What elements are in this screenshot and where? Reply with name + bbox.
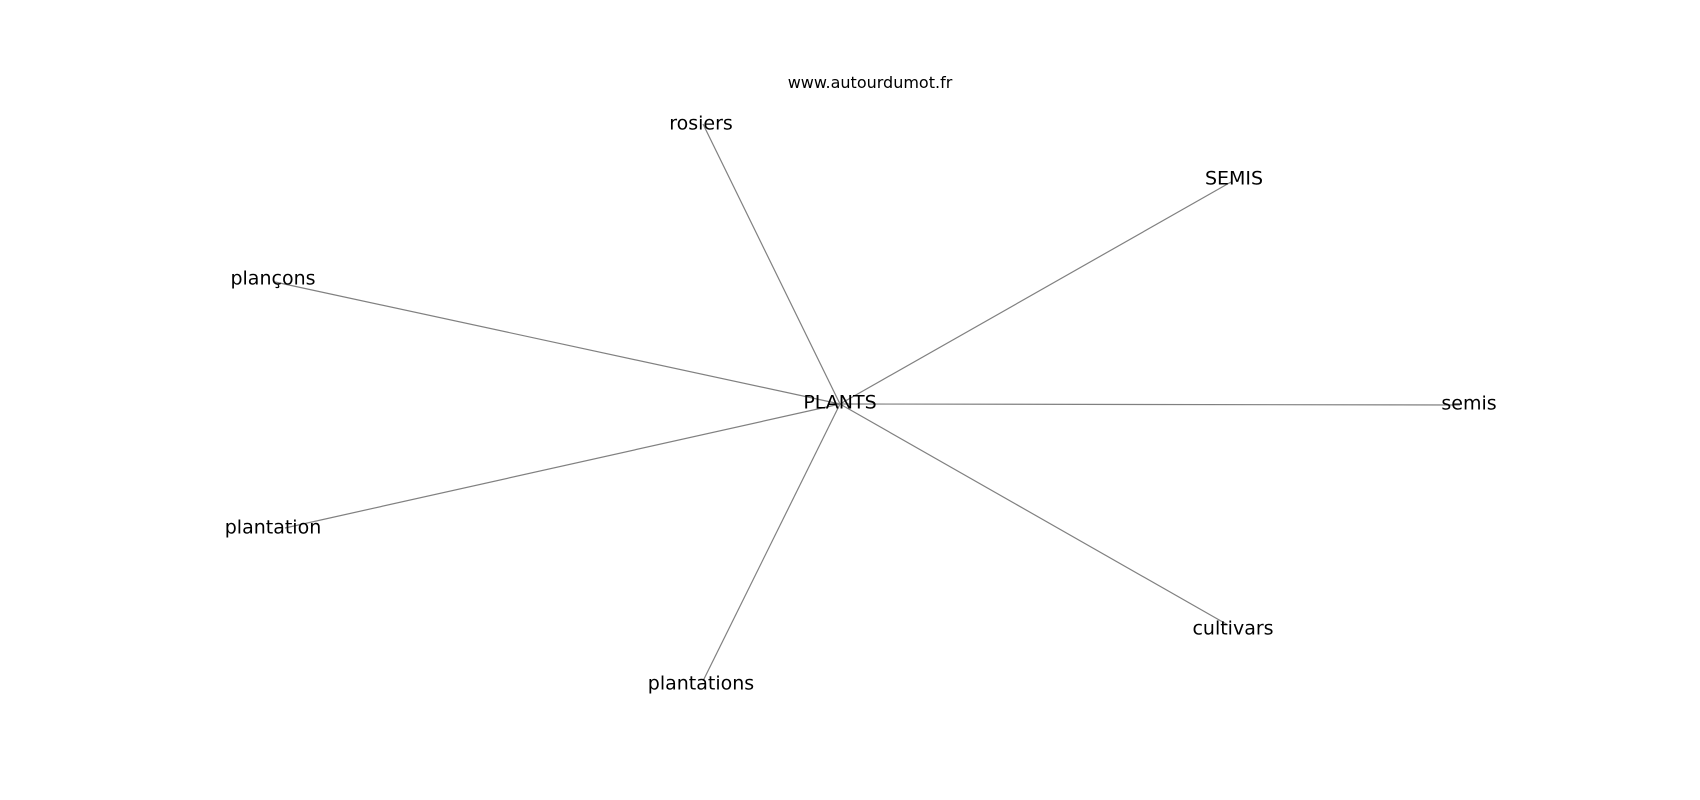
- edge-plants-plantation: [284, 403, 841, 529]
- edge-plants-plantations: [702, 403, 841, 682]
- edge-plants-cultivars: [839, 403, 1229, 626]
- watermark-text: www.autourdumot.fr: [788, 73, 953, 92]
- node-label-rosiers[interactable]: rosiers: [669, 113, 733, 135]
- node-label-plantations[interactable]: plantations: [648, 673, 754, 695]
- edge-plants-semis: [839, 403, 1461, 406]
- center-node-label[interactable]: PLANTS: [803, 392, 876, 414]
- node-label-cultivars[interactable]: cultivars: [1192, 618, 1273, 640]
- edge-plants-semis-upper: [839, 181, 1232, 405]
- edge-plants-rosiers: [702, 123, 841, 405]
- edges-layer: [274, 123, 1461, 682]
- node-label-plantation[interactable]: plantation: [225, 517, 322, 539]
- node-label-plancons[interactable]: plançons: [230, 268, 315, 290]
- edge-plants-plancons: [274, 281, 841, 405]
- node-label-semis[interactable]: semis: [1441, 393, 1496, 415]
- node-label-semis-upper[interactable]: SEMIS: [1205, 168, 1263, 190]
